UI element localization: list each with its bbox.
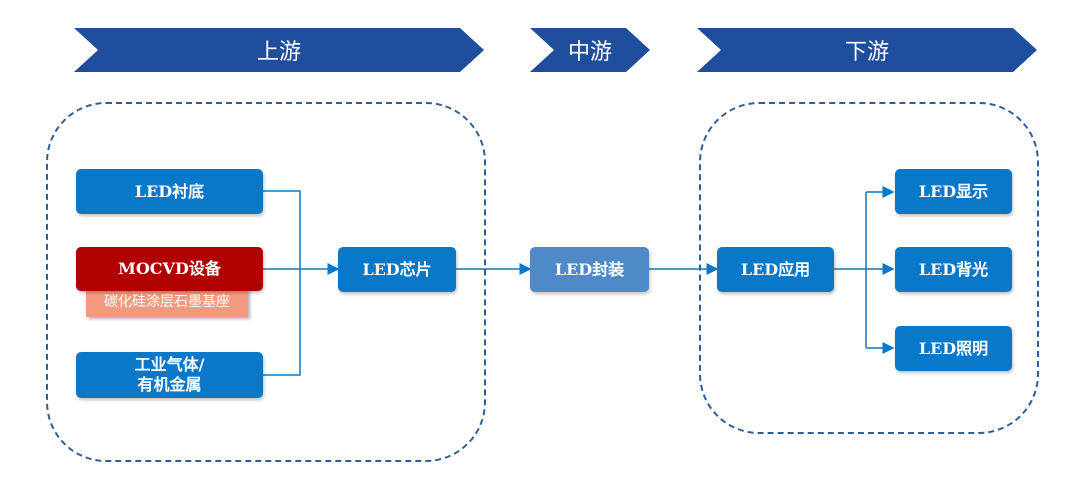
sic-coated-graphite-susceptor-label: 碳化硅涂层石墨基座 <box>104 294 230 310</box>
led-packaging-node: LED封装 <box>530 247 649 292</box>
mocvd-equipment-label: MOCVD设备 <box>118 259 221 278</box>
led-display-label: LED显示 <box>918 181 989 201</box>
midstream-stage-label: 中游 <box>567 40 612 65</box>
downstream-stage-banner: 下游 <box>697 28 1037 72</box>
led-substrate-label: LED衬底 <box>134 181 205 201</box>
mocvd-equipment-node: MOCVD设备 <box>76 247 263 291</box>
led-backlight-label: LED背光 <box>918 259 989 279</box>
led-application-node: LED应用 <box>717 247 834 292</box>
industrial-gas-metal-node: 工业气体/ 有机金属 <box>76 352 263 398</box>
led-application-label: LED应用 <box>740 259 811 279</box>
upstream-group-frame <box>46 102 486 462</box>
gas-connector <box>263 269 301 376</box>
substrate-connector <box>263 190 301 269</box>
led-chip-label: LED芯片 <box>362 259 432 279</box>
led-packaging-label: LED封装 <box>554 259 625 279</box>
upstream-stage-label: 上游 <box>256 40 301 65</box>
led-lighting-label: LED照明 <box>918 338 989 358</box>
led-substrate-node: LED衬底 <box>76 169 263 214</box>
led-chip-node: LED芯片 <box>338 247 456 292</box>
downstream-stage-label: 下游 <box>844 40 889 65</box>
led-lighting-node: LED照明 <box>895 326 1012 371</box>
led-backlight-node: LED背光 <box>895 247 1012 292</box>
industrial-gas-metal-label: 工业气体/ 有机金属 <box>134 355 205 394</box>
upstream-stage-banner: 上游 <box>74 28 484 72</box>
downstream-group-frame <box>699 102 1039 434</box>
led-display-node: LED显示 <box>895 169 1012 214</box>
